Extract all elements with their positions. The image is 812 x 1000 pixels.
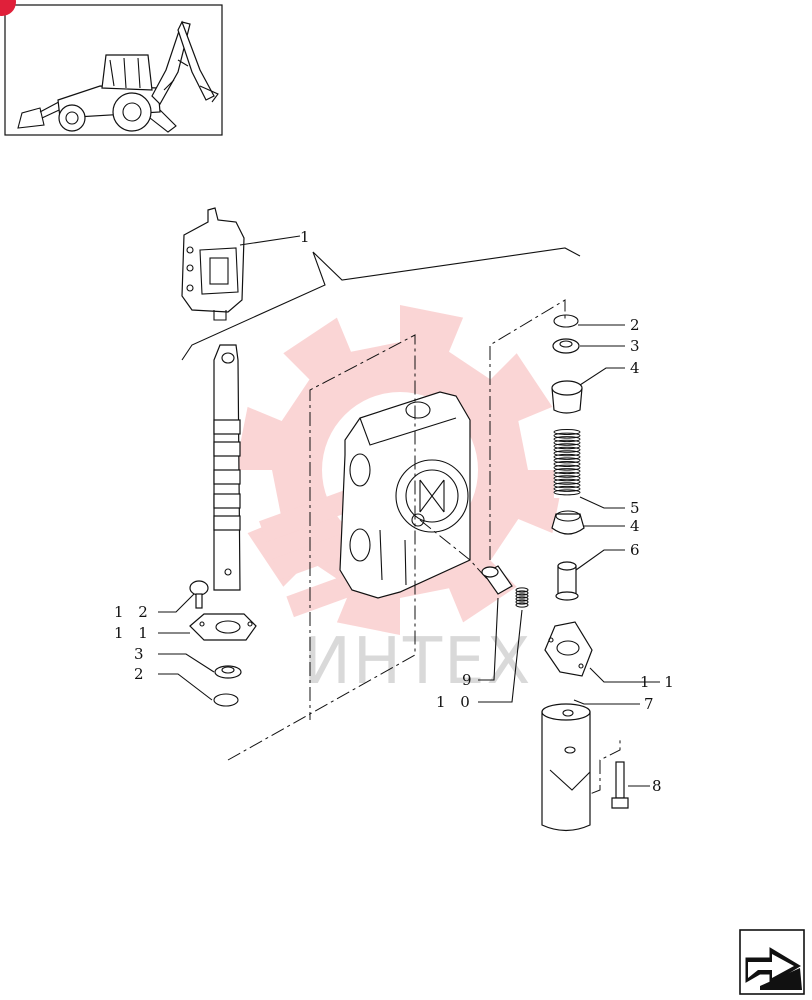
callout-labels: 1 2 3 4 5 4 6 1 1 7 8 1 2 1 1 3 2 9 1 0 <box>114 228 679 795</box>
detent-plunger-9[interactable] <box>481 565 513 595</box>
valve-section-assembly[interactable] <box>181 207 301 321</box>
leader-lines <box>158 324 660 787</box>
red-badge-icon <box>0 0 16 16</box>
flange-plate-left[interactable] <box>189 613 257 641</box>
callout-4-upper: 4 <box>630 359 645 377</box>
spool-end-bolt[interactable] <box>555 561 579 601</box>
callout-8: 8 <box>652 777 667 795</box>
spring-cup-lower[interactable] <box>551 510 585 535</box>
callout-6: 6 <box>630 541 645 559</box>
washer-left[interactable] <box>214 665 242 679</box>
callout-3-left: 3 <box>134 645 149 663</box>
o-ring-right[interactable] <box>553 314 579 328</box>
cap-screw-8[interactable] <box>611 761 629 809</box>
valve-body[interactable] <box>339 391 471 599</box>
callout-1: 1 <box>300 228 315 246</box>
detent-spring-10[interactable] <box>515 587 529 608</box>
assembly-bracket-line <box>181 247 581 361</box>
callout-5: 5 <box>630 499 645 517</box>
callout-11-right: 1 1 <box>640 673 679 691</box>
callout-7: 7 <box>644 695 659 713</box>
end-cap-housing[interactable] <box>541 703 591 832</box>
flange-plate-right[interactable] <box>544 621 593 677</box>
callout-9: 9 <box>462 671 477 689</box>
callout-2-right: 2 <box>630 316 645 334</box>
backhoe-loader-icon[interactable] <box>0 0 223 136</box>
callout-11-left: 1 1 <box>114 624 153 642</box>
screw-12[interactable] <box>189 580 209 609</box>
callout-4-lower: 4 <box>630 517 645 535</box>
next-page-arrow-icon[interactable] <box>739 929 805 995</box>
callout-10: 1 0 <box>436 693 475 711</box>
control-spool[interactable] <box>213 344 241 591</box>
return-spring[interactable] <box>553 428 581 498</box>
callout-2-left: 2 <box>134 665 149 683</box>
spring-cup-upper[interactable] <box>551 380 583 414</box>
o-ring-left[interactable] <box>213 693 239 707</box>
callout-12: 1 2 <box>114 603 153 621</box>
washer-right[interactable] <box>552 338 580 354</box>
callout-3-right: 3 <box>630 337 645 355</box>
watermark-text: ИНТЕХ <box>303 625 532 699</box>
